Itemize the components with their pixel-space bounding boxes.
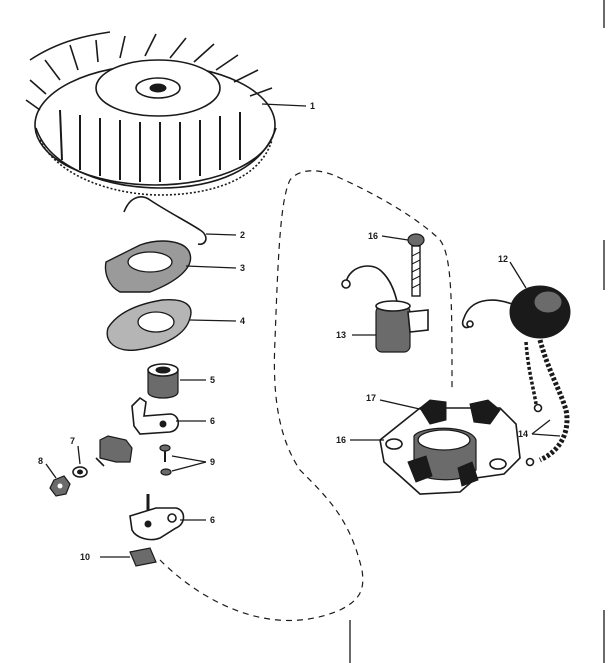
callout-label: 14 bbox=[518, 429, 528, 439]
callout-label: 8 bbox=[38, 456, 43, 466]
callout-label: 1 bbox=[310, 101, 315, 111]
nut bbox=[49, 475, 71, 497]
flywheel bbox=[25, 31, 277, 196]
callout-label: 13 bbox=[336, 330, 346, 340]
callout-label: 7 bbox=[70, 436, 75, 446]
callout-label: 9 bbox=[210, 457, 215, 467]
dust-cover bbox=[104, 240, 192, 293]
breaker-contact bbox=[95, 435, 133, 467]
callout-label: 16 bbox=[336, 435, 346, 445]
lead-wires bbox=[524, 339, 570, 467]
callout-label: 6 bbox=[210, 515, 215, 525]
spring-clip bbox=[123, 196, 207, 246]
callout-label: 5 bbox=[210, 375, 215, 385]
washer bbox=[72, 466, 88, 478]
cam-bushing bbox=[147, 363, 179, 399]
condenser bbox=[341, 265, 429, 353]
felt-wick bbox=[129, 547, 157, 567]
callout-label: 16 bbox=[368, 231, 378, 241]
stator-screw bbox=[407, 233, 425, 297]
screws bbox=[159, 444, 172, 476]
breaker-plate bbox=[129, 494, 185, 541]
callout-label: 2 bbox=[240, 230, 245, 240]
callout-label: 4 bbox=[240, 316, 245, 326]
callout-label: 10 bbox=[80, 552, 90, 562]
coil bbox=[461, 285, 571, 339]
gasket bbox=[106, 299, 192, 351]
stator-base bbox=[379, 399, 521, 495]
callout-label: 3 bbox=[240, 263, 245, 273]
assembly-outline bbox=[159, 170, 453, 621]
callout-label: 6 bbox=[210, 416, 215, 426]
callout-label: 12 bbox=[498, 254, 508, 264]
breaker-arm bbox=[131, 396, 180, 435]
callout-label: 17 bbox=[366, 393, 376, 403]
